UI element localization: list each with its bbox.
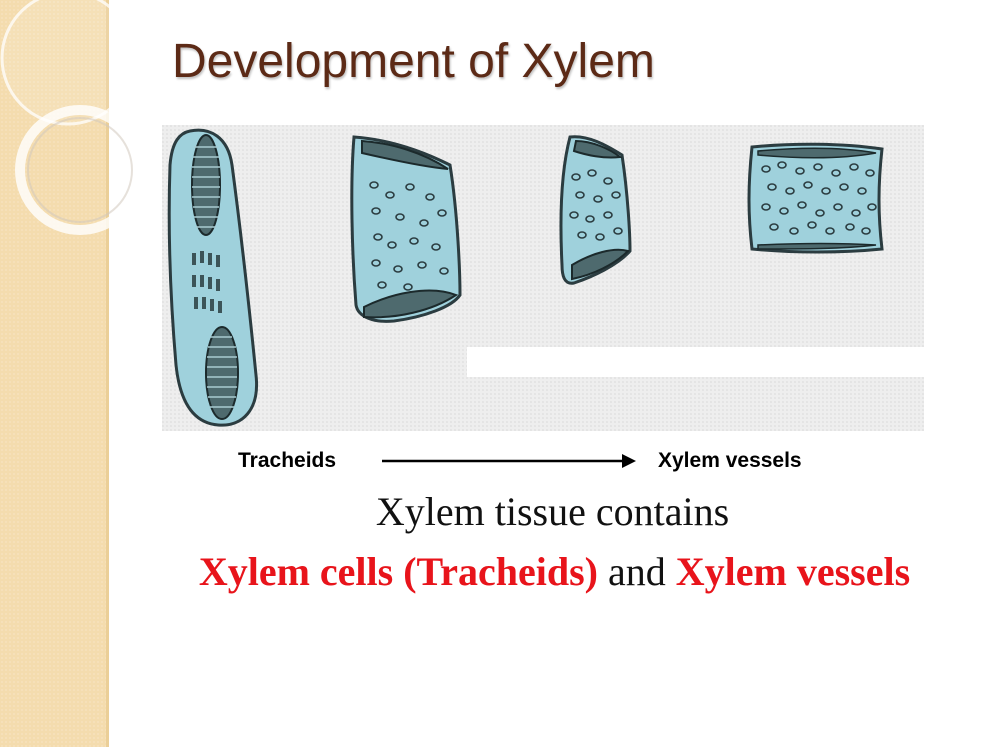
decorative-circles	[0, 0, 145, 235]
long-tracheid-cell	[167, 128, 259, 427]
caption-connector: and	[598, 549, 676, 594]
figure-blank-strip	[467, 347, 924, 377]
vessel-element-cell	[747, 142, 884, 254]
sidebar-edge-line	[106, 0, 109, 747]
xylem-development-figure	[162, 125, 924, 431]
xylem-vessels-label: Xylem vessels	[658, 449, 802, 472]
short-tracheid-cell	[559, 135, 632, 285]
tracheids-label: Tracheids	[238, 449, 337, 472]
development-arrow	[382, 454, 636, 468]
caption-line-1: Xylem tissue contains	[375, 489, 730, 534]
medium-tracheid-cell	[350, 135, 462, 323]
caption-term-tracheids: Xylem cells (Tracheids)	[198, 549, 598, 594]
caption-term-vessels: Xylem vessels	[675, 549, 911, 594]
caption-line-2: Xylem cells (Tracheids) and Xylem vessel…	[0, 548, 997, 595]
slide-title: Development of Xylem	[172, 35, 655, 88]
